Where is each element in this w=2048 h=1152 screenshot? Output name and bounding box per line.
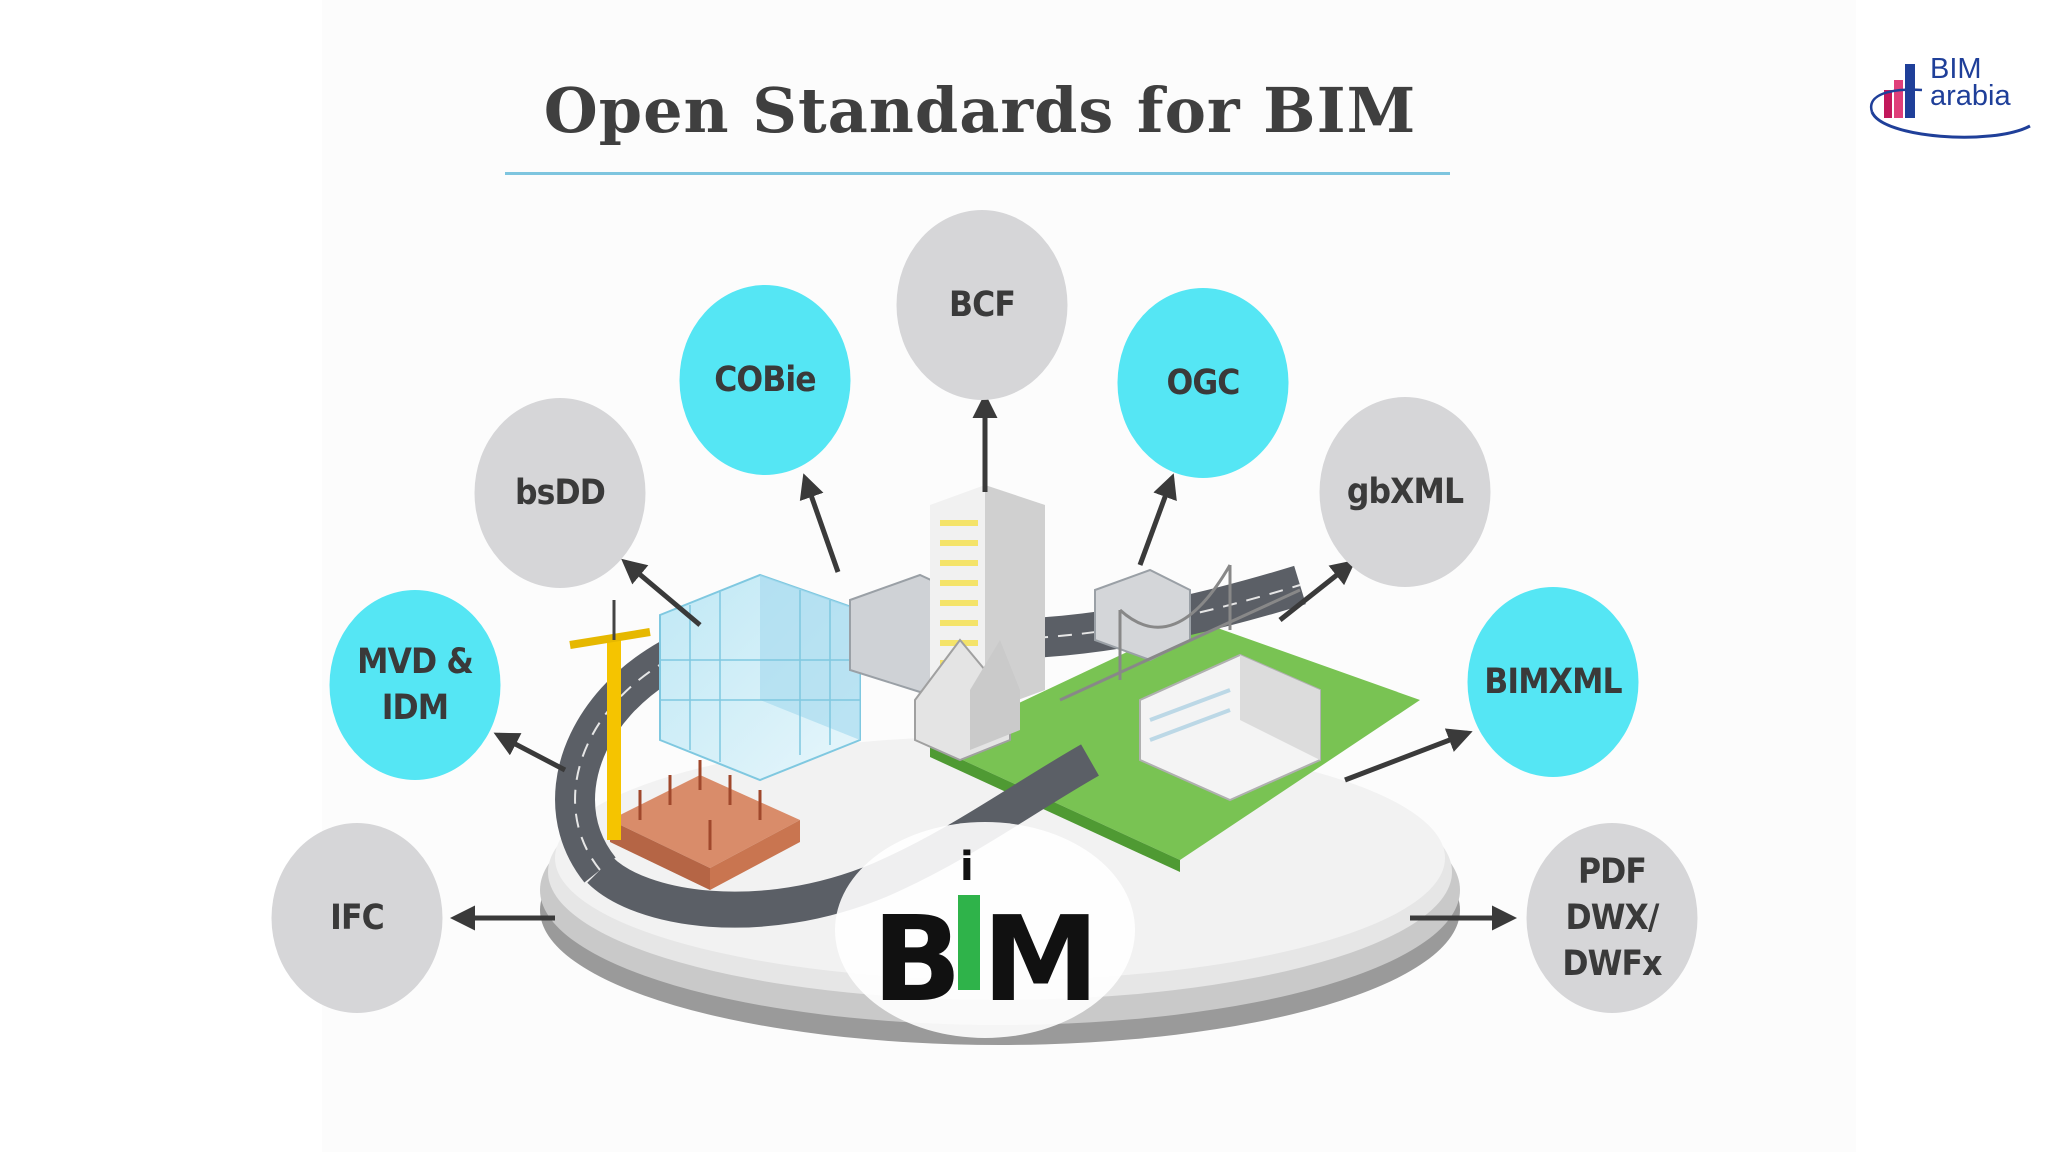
tower-crane — [569, 600, 651, 840]
arrow-bsdd — [621, 558, 702, 627]
node-ifc: IFC — [271, 823, 443, 1013]
construction-site — [610, 760, 800, 890]
suspension-bridge — [1059, 564, 1301, 702]
arrow-cobie — [799, 473, 841, 573]
arrow-gbxml — [1278, 559, 1356, 622]
spired-building — [914, 638, 1020, 762]
bim-letter-m: M — [982, 890, 1099, 1028]
logo-line-2: arabia — [1930, 80, 2011, 112]
arrows — [450, 393, 1517, 931]
node-bsdd: bsDD — [474, 398, 646, 588]
node-bcf: BCF — [896, 210, 1068, 400]
arrow-ogc — [1137, 473, 1177, 566]
bim-arabia-logo — [1869, 64, 2031, 139]
bim-center-mark: B i M — [835, 822, 1135, 1038]
bim-letter-b: B — [872, 890, 962, 1028]
node-mvd-idm: MVD & IDM — [329, 590, 501, 780]
logo-line-1: BIM — [1930, 53, 1982, 85]
arrow-mvd — [493, 732, 567, 773]
glass-building — [659, 573, 861, 782]
logo-text: BIM arabia — [1930, 53, 2011, 112]
white-building-on-lawn — [1139, 653, 1321, 802]
node-ogc: OGC — [1117, 288, 1289, 478]
node-gbxml: gbXML — [1319, 397, 1491, 587]
arrow-bimxml — [1344, 728, 1473, 783]
page-title: Open Standards for BIM — [543, 73, 1417, 147]
bim-green-bar — [958, 895, 980, 990]
bim-letter-i: i — [960, 844, 974, 890]
node-pdf-dwx-dwfx: PDF DWX/ DWFx — [1526, 823, 1698, 1013]
title-underline — [505, 172, 1450, 175]
node-cobie: COBie — [679, 285, 851, 475]
node-bimxml: BIMXML — [1467, 587, 1639, 777]
